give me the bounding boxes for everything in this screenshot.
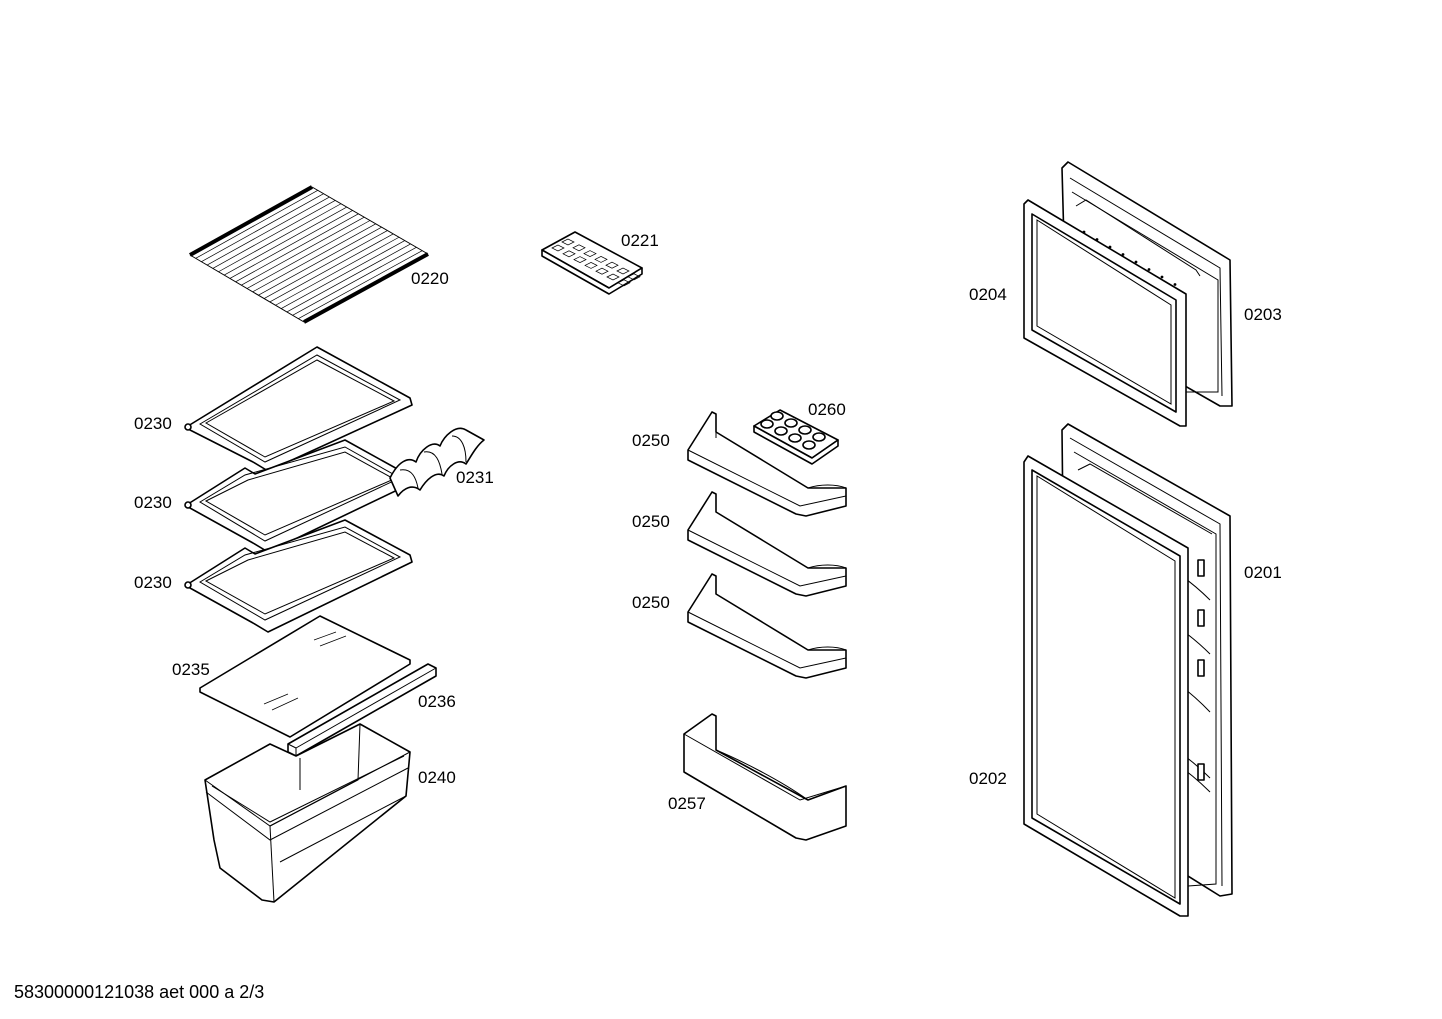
glass-shelf-0230-bottom [184, 519, 413, 633]
drawing-number: 58300000121038 aet 000 a 2/3 [14, 982, 265, 1002]
label-0250-middle: 0250 [632, 512, 670, 531]
label-0236: 0236 [418, 692, 456, 711]
egg-tray-0260 [753, 409, 839, 465]
label-0230-middle: 0230 [134, 493, 172, 512]
label-0203: 0203 [1244, 305, 1282, 324]
crisper-drawer-0240 [204, 723, 411, 903]
door-bin-0250-middle [687, 491, 847, 597]
bottle-holder-0231 [389, 427, 485, 497]
label-0230-top: 0230 [134, 414, 172, 433]
label-0221: 0221 [621, 231, 659, 250]
ice-tray-0221 [541, 231, 643, 295]
label-0201: 0201 [1244, 563, 1282, 582]
glass-shelf-0230-middle [184, 439, 413, 553]
door-bin-0250-bottom [687, 573, 847, 679]
label-0250-top: 0250 [632, 431, 670, 450]
fridge-gasket-0202 [1023, 455, 1189, 917]
label-0257: 0257 [668, 794, 706, 813]
label-0230-bottom: 0230 [134, 573, 172, 592]
label-0204: 0204 [969, 285, 1007, 304]
label-0220: 0220 [411, 269, 449, 288]
wire-grid-shelf-0220 [189, 185, 429, 324]
bottle-bin-0257 [683, 713, 847, 841]
label-0250-bottom: 0250 [632, 593, 670, 612]
label-0240: 0240 [418, 768, 456, 787]
label-0260: 0260 [808, 400, 846, 419]
label-0202: 0202 [969, 769, 1007, 788]
freezer-gasket-0204 [1023, 199, 1187, 427]
label-0235: 0235 [172, 660, 210, 679]
glass-cover-0235 [199, 615, 411, 738]
label-0231: 0231 [456, 468, 494, 487]
glass-shelf-0230-top [184, 346, 413, 472]
door-bin-0250-top [687, 411, 847, 517]
